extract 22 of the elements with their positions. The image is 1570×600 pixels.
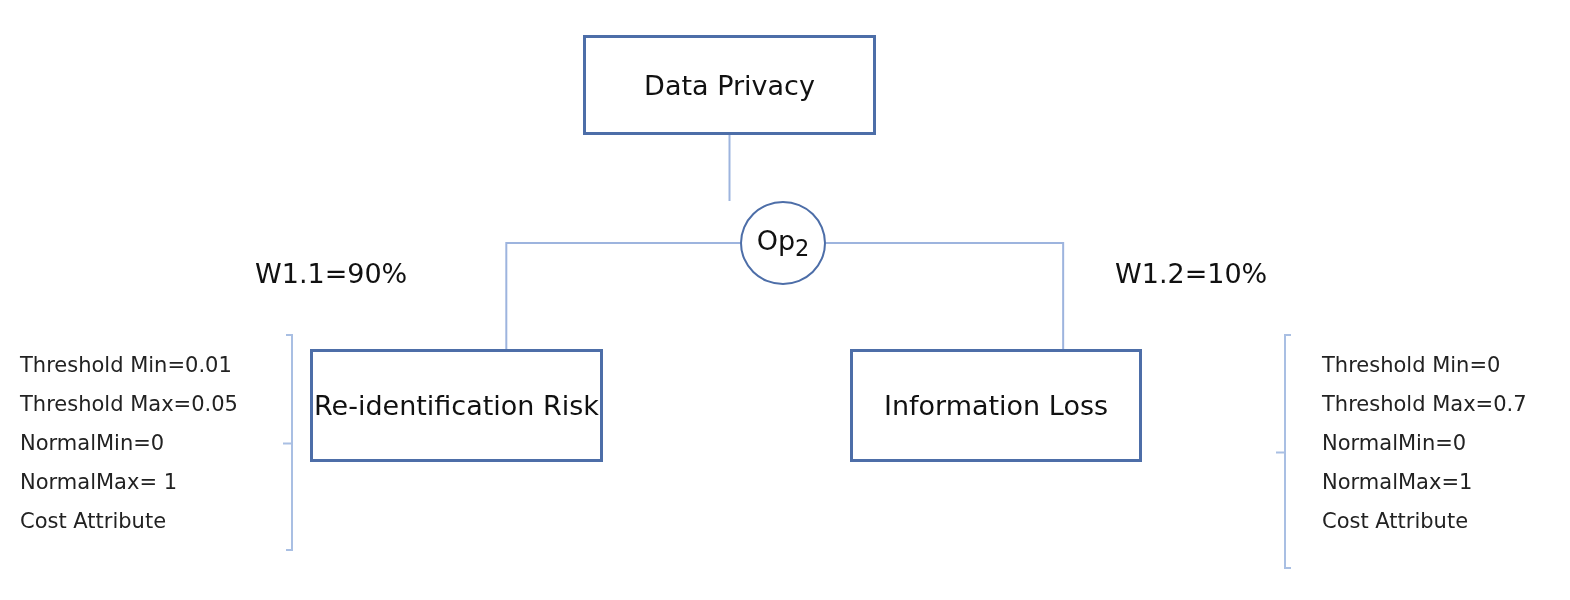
parameter-text: Cost Attribute — [1322, 508, 1470, 535]
node-label: Data Privacy — [644, 69, 815, 101]
connector-line — [505, 242, 741, 350]
parameter-text: Threshold Min=0 — [1322, 352, 1502, 379]
process-box — [850, 349, 1142, 462]
parameter-text: NormalMax=1 — [1322, 469, 1474, 496]
weight-label: W1.1=90% — [255, 258, 408, 289]
node-label: Information Loss — [883, 390, 1109, 421]
parameter-text: NormalMax= 1 — [20, 469, 179, 496]
process-box — [583, 35, 876, 135]
node-label: Re-identification Risk — [314, 390, 599, 421]
parameter-text: NormalMin=0 — [20, 430, 166, 457]
process-box — [310, 349, 603, 462]
node-label: Op$_{2}$ — [756, 224, 810, 262]
connector-line — [825, 242, 1065, 350]
parameter-text: NormalMin=0 — [1322, 430, 1468, 457]
parameter-text: Threshold Max=0.05 — [20, 391, 238, 418]
parameter-text: Threshold Min=0.01 — [20, 352, 233, 379]
connector-line — [728, 134, 731, 202]
parameter-text: Cost Attribute — [20, 508, 168, 535]
weight-label: W1.2=10% — [1115, 258, 1268, 289]
parameter-text: Threshold Max=0.7 — [1322, 391, 1527, 418]
